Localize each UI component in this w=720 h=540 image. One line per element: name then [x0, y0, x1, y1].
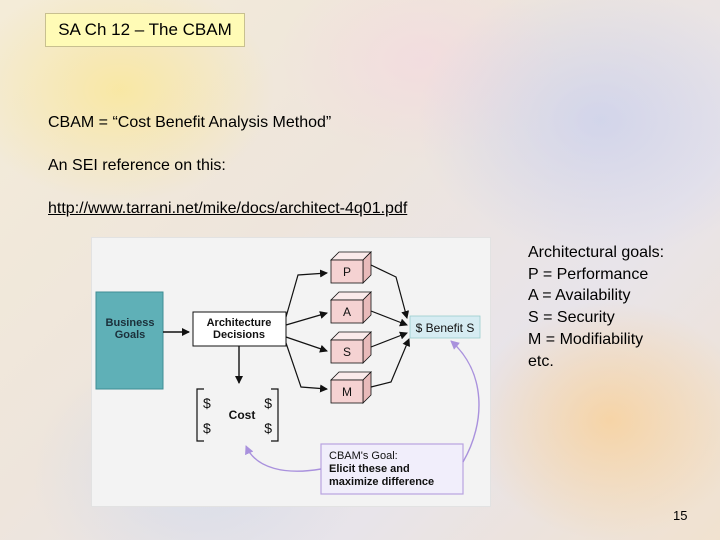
cbam-goal-line-1: CBAM's Goal: [329, 450, 398, 462]
s-to-benefit-arrow [370, 331, 408, 348]
p-to-benefit-arrow [370, 264, 410, 319]
quality-box-a: A [330, 291, 372, 324]
cbam-diagram-svg: Business Goals Architecture Decisions P … [95, 251, 481, 495]
quality-box-m: M [330, 371, 372, 404]
goal-item-modifiability: M = Modifiability [528, 330, 644, 348]
cost-dollar-top-left: $ [203, 395, 211, 411]
goal-item-availability: A = Availability [528, 287, 631, 305]
cost-dollar-bottom-left: $ [203, 420, 211, 436]
benefit-label: $ Benefit S [416, 321, 475, 335]
decision-to-m-arrow [285, 342, 328, 393]
quality-label-s: S [343, 345, 351, 359]
goal-item-security: S = Security [528, 309, 615, 327]
cbam-goal-line-3: maximize difference [329, 476, 434, 488]
cost-dollar-top-right: $ [264, 395, 272, 411]
cost-box: $ $ $ $ Cost [196, 388, 279, 442]
goals-heading: Architectural goals: [528, 244, 665, 261]
reference-link[interactable]: http://www.tarrani.net/mike/docs/archite… [48, 200, 408, 217]
quality-box-p: P [330, 251, 372, 284]
goal-item-performance: P = Performance [528, 265, 649, 283]
decision-to-p-arrow [285, 269, 328, 318]
slide-title: SA Ch 12 – The CBAM [45, 13, 245, 47]
cost-label: Cost [229, 408, 256, 422]
business-goals-box [95, 291, 164, 390]
quality-label-m: M [342, 385, 352, 399]
quality-label-p: P [343, 265, 351, 279]
architectural-goals-list: Architectural goals: P = Performance A =… [528, 242, 664, 372]
goal-item-etc: etc. [528, 352, 554, 370]
cbam-definition: CBAM = “Cost Benefit Analysis Method” [48, 114, 332, 131]
benefit-box [409, 315, 481, 339]
architecture-decisions-label-2: Decisions [213, 329, 265, 341]
m-to-benefit-arrow [370, 338, 410, 388]
cost-dollar-bottom-right: $ [264, 420, 272, 436]
decision-to-s-arrow [285, 336, 328, 353]
a-to-benefit-arrow [370, 310, 408, 327]
cbam-diagram: Business Goals Architecture Decisions P … [91, 237, 491, 507]
quality-label-a: A [343, 305, 351, 319]
decision-to-a-arrow [285, 311, 328, 326]
page-number: 15 [673, 508, 688, 523]
architecture-decisions-box [192, 311, 287, 347]
architecture-decisions-label-1: Architecture [207, 317, 272, 329]
goal-to-benefit-curve [450, 340, 480, 463]
business-goals-label-2: Goals [115, 329, 146, 341]
cbam-goal-box [320, 443, 464, 495]
goal-to-cost-curve [245, 445, 322, 472]
quality-box-s: S [330, 331, 372, 364]
sei-reference-label: An SEI reference on this: [48, 157, 226, 174]
cbam-goal-line-2: Elicit these and [329, 463, 410, 475]
business-goals-label-1: Business [106, 317, 155, 329]
